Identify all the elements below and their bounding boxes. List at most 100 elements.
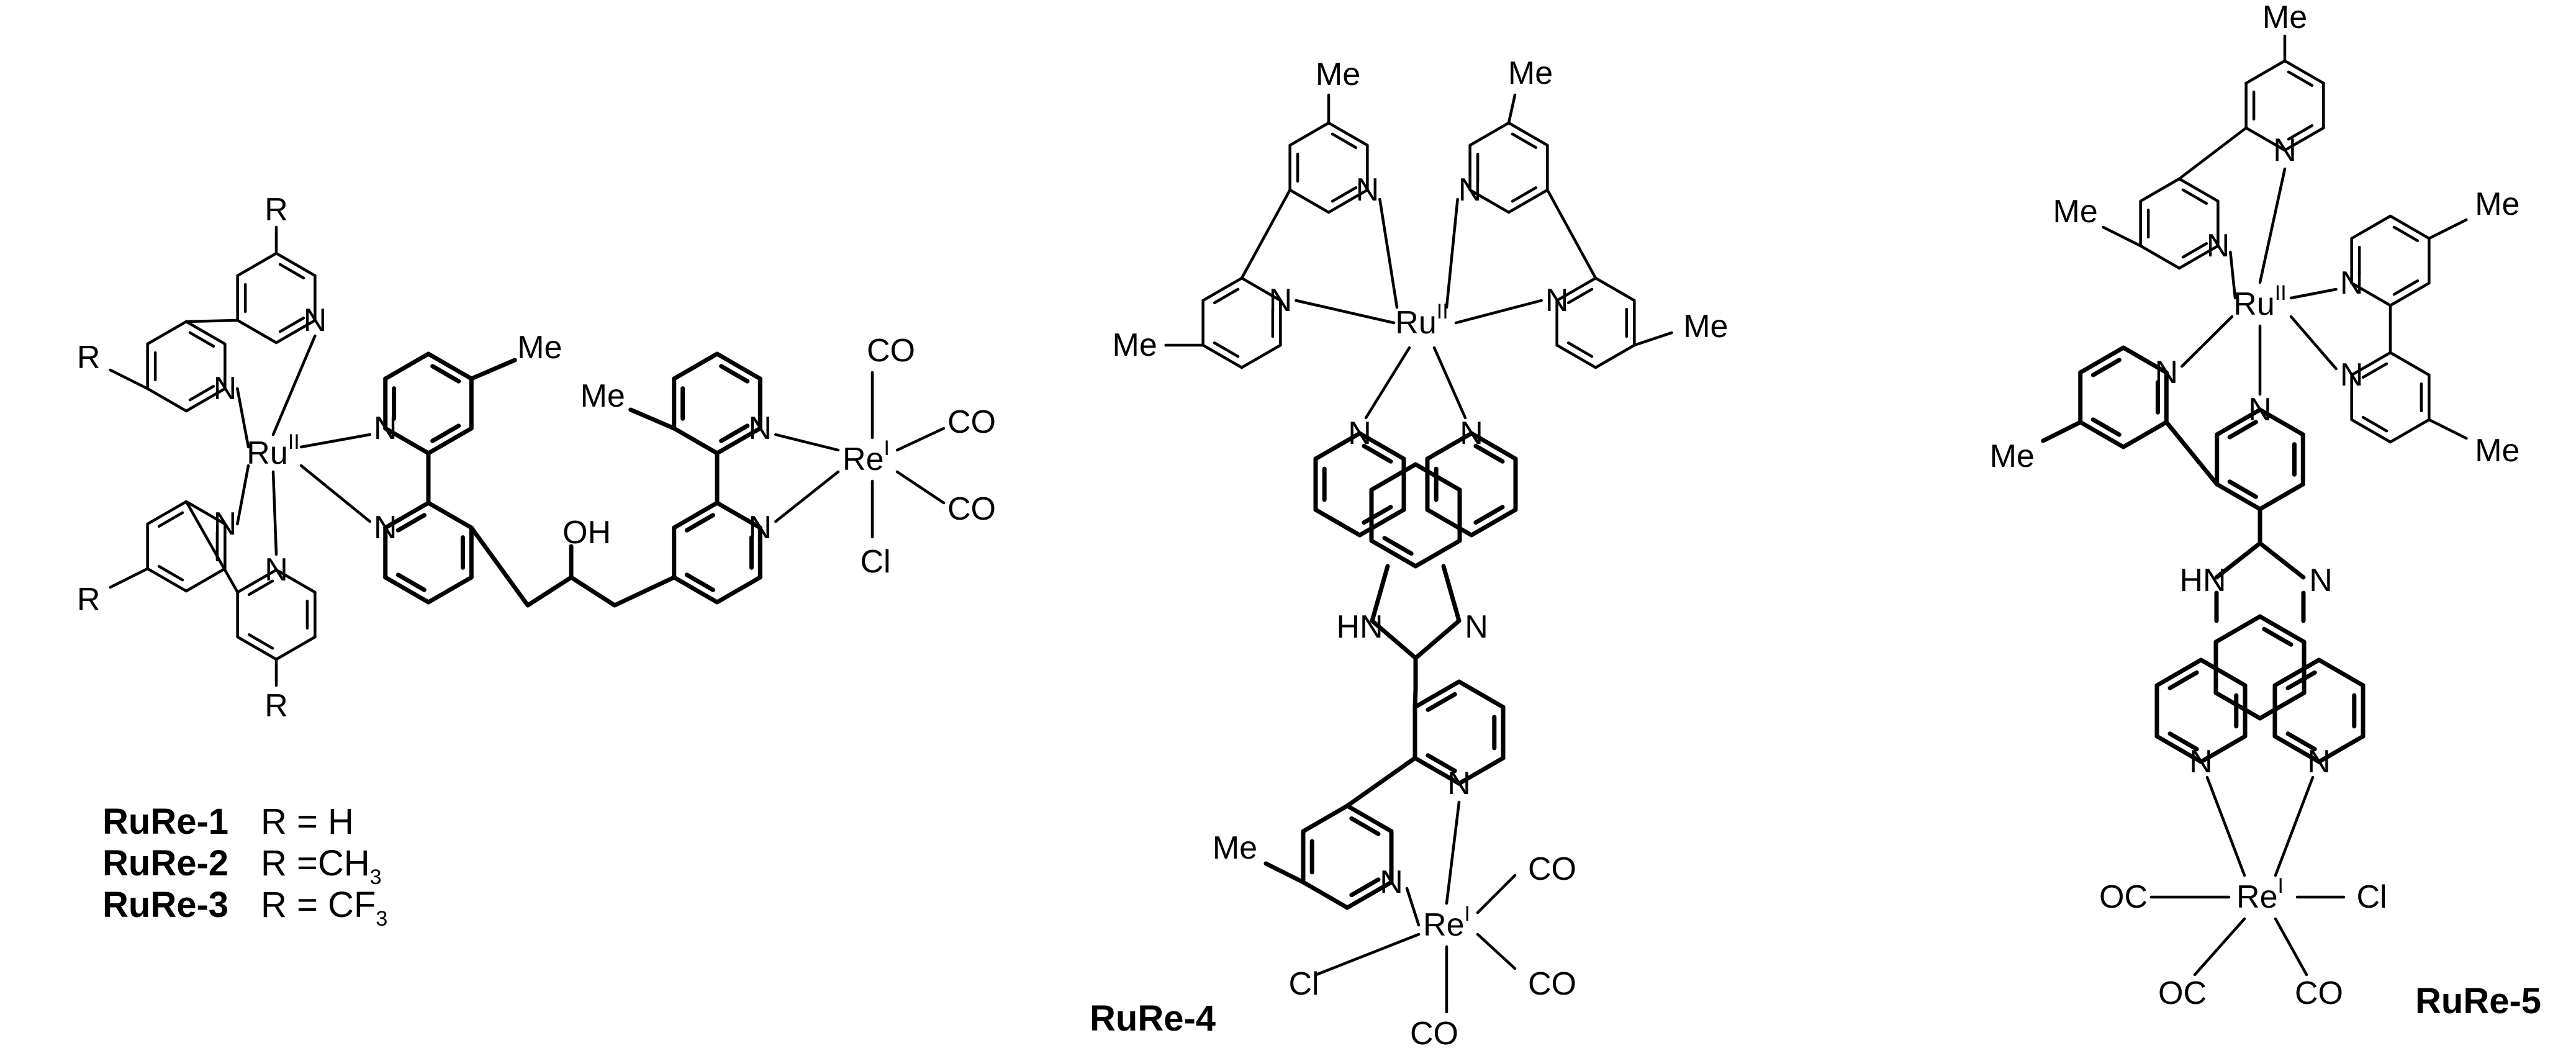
bond bbox=[1240, 276, 1282, 302]
bond bbox=[2388, 351, 2431, 377]
bond bbox=[2428, 418, 2468, 440]
hydroxyl-group: OH bbox=[563, 515, 611, 551]
bond bbox=[1370, 618, 1418, 661]
bond bbox=[1566, 341, 1594, 358]
bond bbox=[719, 364, 750, 384]
ruthenium-center-right: RuII bbox=[2233, 281, 2286, 322]
bond bbox=[774, 433, 840, 452]
bond bbox=[1473, 443, 1505, 464]
r-value-rure-1: R = H bbox=[261, 801, 354, 842]
bond bbox=[1457, 679, 1506, 710]
nitrogen-atom: N bbox=[2273, 132, 2297, 168]
bond bbox=[1369, 538, 1418, 569]
bond bbox=[1426, 753, 1457, 774]
bond bbox=[2078, 420, 2126, 449]
bond bbox=[2283, 59, 2325, 85]
bond bbox=[715, 351, 762, 381]
bond bbox=[1301, 880, 1350, 910]
bond bbox=[1555, 276, 1598, 302]
bond bbox=[1362, 505, 1393, 525]
carbonyl-ligand: CO bbox=[1528, 966, 1576, 1002]
bond bbox=[684, 513, 715, 533]
bond bbox=[184, 500, 239, 594]
bond bbox=[1441, 564, 1462, 623]
bond bbox=[2215, 482, 2262, 512]
bond bbox=[1288, 121, 1331, 147]
bond bbox=[1362, 443, 1393, 464]
bond bbox=[525, 575, 574, 608]
nitrogen-atom: N bbox=[214, 506, 237, 542]
bond bbox=[715, 575, 762, 605]
bond bbox=[1445, 197, 1459, 309]
bond bbox=[2287, 70, 2314, 87]
nitrogen-atom: N bbox=[304, 302, 327, 338]
bond bbox=[1412, 679, 1462, 710]
bond bbox=[2392, 225, 2420, 242]
bond bbox=[109, 368, 149, 391]
bond bbox=[236, 251, 278, 278]
bond bbox=[383, 500, 431, 530]
bond bbox=[1369, 462, 1418, 492]
bond-lines bbox=[109, 34, 2468, 1014]
bond bbox=[2090, 358, 2122, 377]
bond bbox=[184, 318, 239, 323]
methyl-group: Me bbox=[1508, 55, 1553, 91]
compound-name-rure-3: RuRe-3 bbox=[102, 885, 228, 925]
hn-group: HN bbox=[1336, 609, 1383, 645]
bond bbox=[715, 426, 762, 456]
bond bbox=[247, 633, 274, 650]
bond bbox=[2289, 315, 2338, 371]
bond bbox=[1349, 877, 1381, 898]
bond bbox=[1345, 803, 1394, 834]
compound-name-rure-2: RuRe-2 bbox=[102, 843, 228, 883]
bond bbox=[146, 320, 188, 346]
bond bbox=[184, 320, 227, 346]
methyl-group: Me bbox=[517, 330, 562, 366]
bond bbox=[672, 351, 720, 381]
bond bbox=[2257, 541, 2306, 580]
bond bbox=[426, 426, 474, 456]
bond bbox=[1507, 188, 1549, 214]
r-substituent: R bbox=[264, 192, 288, 228]
r-value-rure-2-text: R =CH bbox=[261, 843, 370, 883]
nitrogen-atom: N bbox=[374, 510, 397, 546]
ruthenium-center-middle-symbol: Ru bbox=[1395, 305, 1436, 341]
bond bbox=[2154, 657, 2203, 688]
bond bbox=[1469, 507, 1518, 538]
ruthenium-center-left-oxidation-state: II bbox=[288, 430, 300, 454]
nitrogen-atom: N bbox=[2207, 228, 2230, 264]
bond bbox=[1357, 431, 1406, 461]
bond bbox=[2213, 614, 2262, 644]
bond bbox=[236, 635, 278, 661]
bond bbox=[395, 513, 427, 533]
r-value-rure-2-subscript: 3 bbox=[370, 865, 382, 889]
bond bbox=[1213, 287, 1240, 304]
bond bbox=[2078, 345, 2126, 375]
nitrogen-atom: N bbox=[1465, 609, 1488, 645]
methyl-group: Me bbox=[2053, 194, 2098, 230]
carbonyl-ligand: OC bbox=[2099, 879, 2148, 915]
bond bbox=[2181, 242, 2208, 259]
bond bbox=[2272, 734, 2321, 764]
bond bbox=[2102, 225, 2142, 248]
bond bbox=[271, 334, 317, 436]
bond bbox=[2428, 218, 2468, 240]
rhenium-center-right-oxidation-state: I bbox=[2278, 874, 2284, 898]
bond bbox=[2350, 214, 2392, 240]
bond bbox=[430, 423, 461, 443]
rhenium-center-left: ReI bbox=[843, 436, 890, 477]
bond bbox=[2205, 775, 2246, 877]
methyl-group: Me bbox=[1990, 438, 2035, 474]
bond bbox=[672, 500, 720, 530]
bond bbox=[109, 567, 149, 589]
bond bbox=[2283, 126, 2325, 152]
bond bbox=[383, 426, 431, 456]
bond bbox=[383, 575, 431, 605]
bond bbox=[247, 579, 274, 596]
chloride-ligand: Cl bbox=[860, 544, 890, 580]
bond bbox=[719, 423, 750, 443]
bond bbox=[236, 464, 250, 526]
bond bbox=[274, 251, 317, 278]
ruthenium-center-left: RuII bbox=[246, 430, 299, 471]
bond bbox=[1313, 507, 1362, 538]
